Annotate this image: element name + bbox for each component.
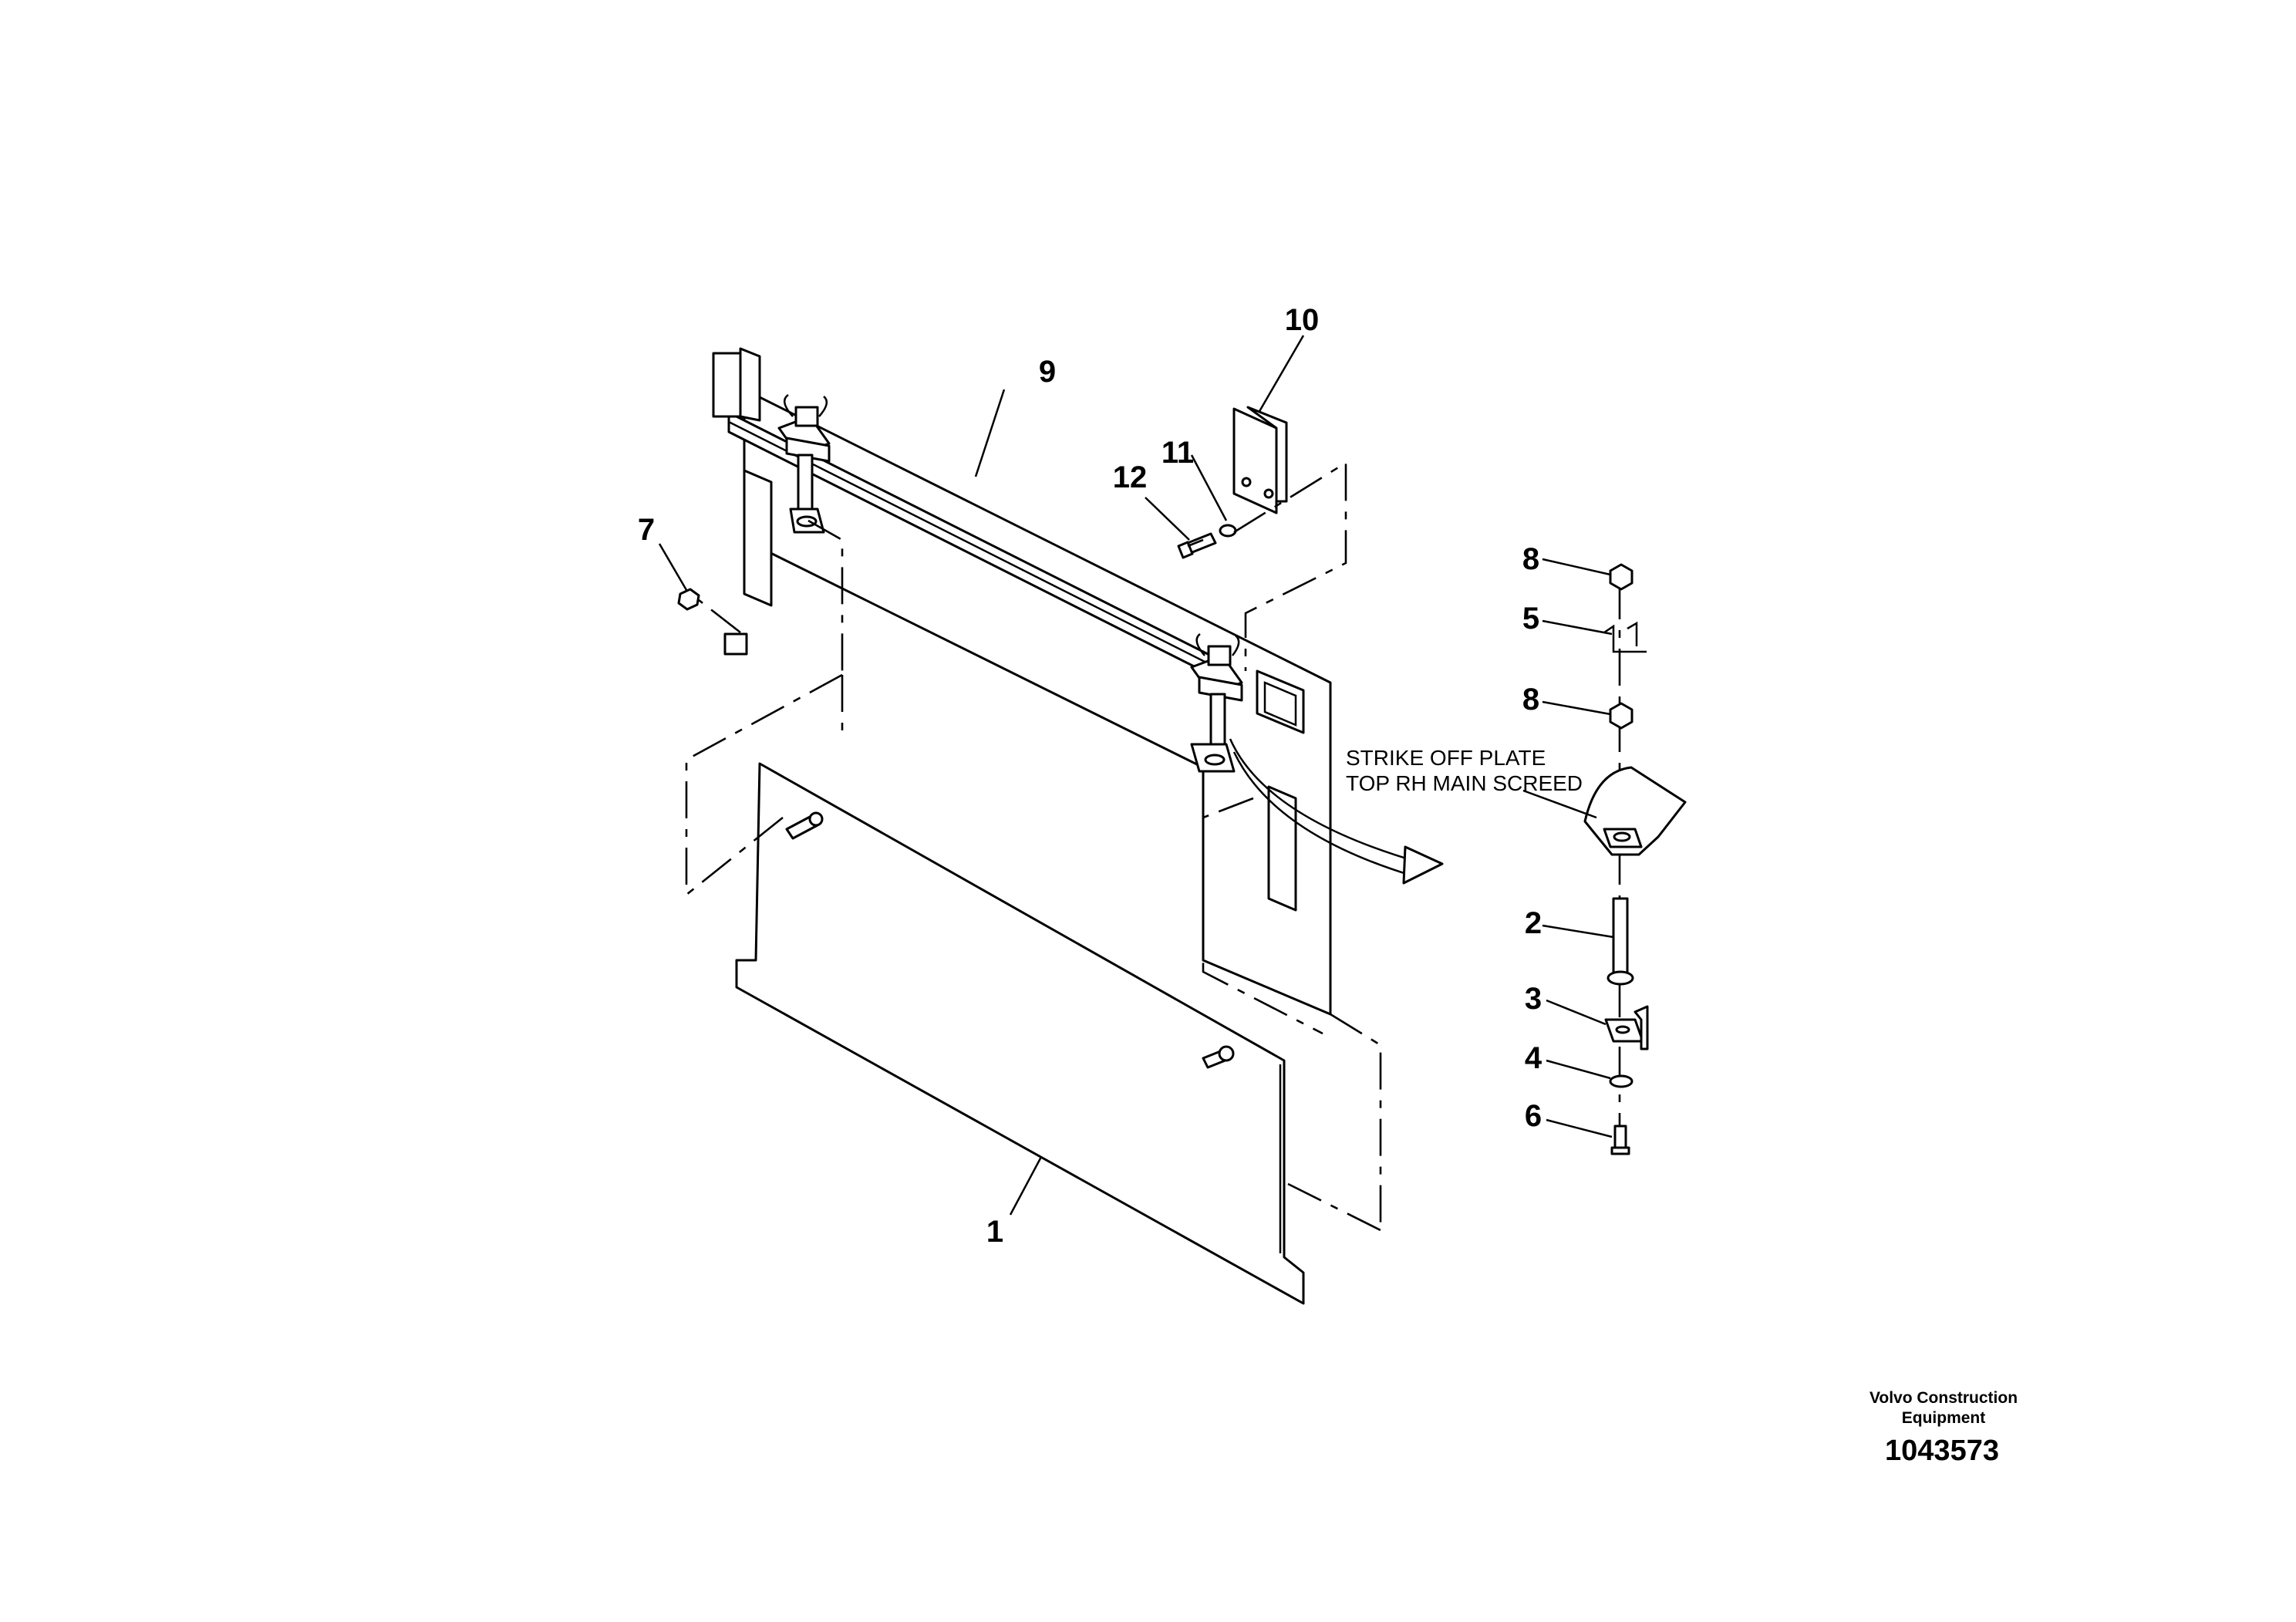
washer-part-11 xyxy=(1219,524,1237,538)
screed-bracket-detail xyxy=(1583,766,1687,856)
callout-4: 4 xyxy=(1525,1041,1542,1075)
plate-bolt-right xyxy=(1202,1045,1235,1069)
callout-6: 6 xyxy=(1525,1099,1542,1133)
callout-1: 1 xyxy=(986,1215,1003,1249)
callout-10: 10 xyxy=(1285,303,1320,337)
leader-lines xyxy=(658,335,1614,1216)
bolt-part-12 xyxy=(1177,532,1217,559)
note-line-1: STRIKE OFF PLATE xyxy=(1346,746,1546,770)
screw-assembly-right xyxy=(1190,632,1243,773)
detail-note: STRIKE OFF PLATE TOP RH MAIN SCREED xyxy=(1346,746,1583,795)
note-line-2: TOP RH MAIN SCREED xyxy=(1346,771,1583,795)
brand-line-2: Equipment xyxy=(1902,1409,1986,1427)
document-number: 1043573 xyxy=(1885,1435,1999,1467)
nut-part-8-top xyxy=(1609,563,1633,591)
screw-part-2 xyxy=(1607,897,1634,986)
strike-off-plate-part-1 xyxy=(735,762,1305,1305)
callout-7: 7 xyxy=(638,513,655,547)
callout-5: 5 xyxy=(1522,602,1539,636)
screw-part-6 xyxy=(1610,1125,1630,1155)
callout-9: 9 xyxy=(1039,355,1056,389)
brand-line-1: Volvo Construction xyxy=(1870,1389,2018,1407)
callout-11: 11 xyxy=(1161,436,1194,470)
callout-8-lower: 8 xyxy=(1522,683,1539,717)
nut-part-8-lower xyxy=(1609,702,1633,730)
washer-part-4 xyxy=(1609,1074,1633,1088)
callout-2: 2 xyxy=(1525,906,1542,940)
detail-arrow xyxy=(1229,738,1444,885)
bracket-part-3 xyxy=(1604,1005,1649,1050)
callout-8-top: 8 xyxy=(1522,542,1539,576)
screw-assembly-left xyxy=(777,393,831,534)
callout-12: 12 xyxy=(1113,460,1148,494)
alignment-lines xyxy=(685,460,1621,1232)
mounting-plate-part-9 xyxy=(712,347,1332,1016)
callout-3: 3 xyxy=(1525,982,1542,1016)
title-block: Volvo Construction Equipment 1043573 xyxy=(1870,1389,2018,1467)
nut-part-7 xyxy=(677,588,700,611)
callout-labels: 1 2 3 4 5 6 7 8 8 9 10 11 12 xyxy=(638,303,1542,1249)
plate-bolt-left xyxy=(785,811,824,840)
cover-plate-part-10 xyxy=(1232,406,1288,514)
clip-part-5 xyxy=(1603,621,1647,653)
